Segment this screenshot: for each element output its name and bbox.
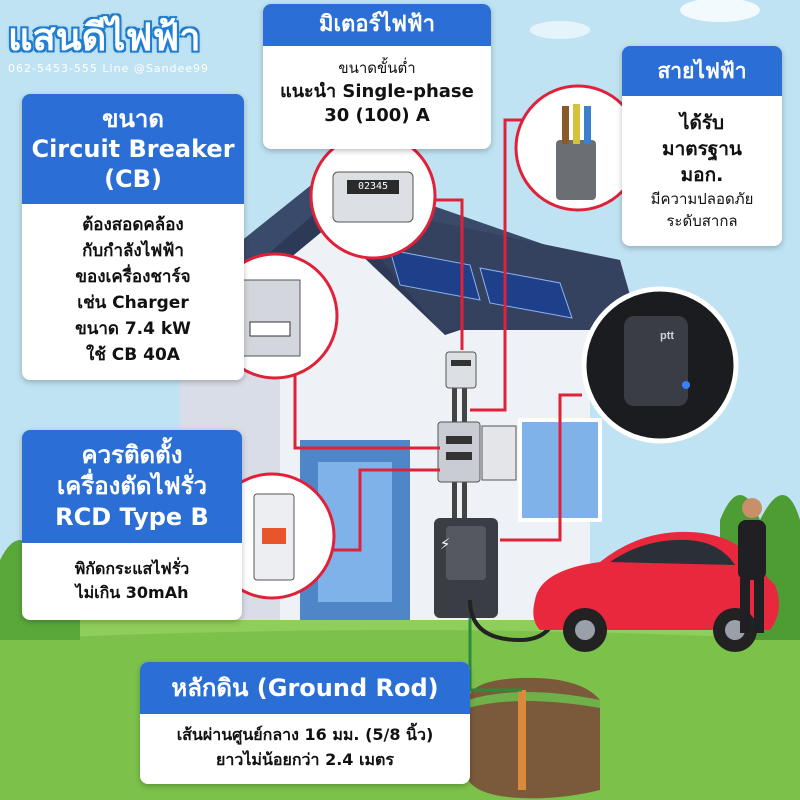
meter-closeup-digits: 02345: [357, 181, 389, 192]
rcd-title-line: เครื่องตัดไฟรั่ว: [57, 472, 207, 500]
solar-panel: [479, 267, 573, 319]
soil-grass-top: [468, 692, 600, 708]
wire-card-body: ได้รับ มาตรฐาน มอก. มีความปลอดภัย ระดับส…: [622, 96, 782, 232]
solar-panel: [389, 249, 481, 301]
cb-line: ขนาด 7.4 kW: [75, 319, 191, 339]
person-body: [738, 520, 766, 580]
wall-charger-front: [446, 526, 486, 580]
meter-line: ขนาดขั้นต่ำ: [338, 59, 416, 77]
connector-line: [500, 393, 582, 542]
circuit-breaker-card: ขนาด Circuit Breaker (CB) ต้องสอดคล้อง ก…: [22, 94, 244, 380]
cb-line: ของเครื่องชาร์จ: [75, 267, 191, 287]
meter-card-title: มิเตอร์ไฟฟ้า: [263, 4, 491, 46]
cb-line: ต้องสอดคล้อง: [82, 215, 184, 235]
person-head: [742, 498, 762, 518]
ground-line: ยาวไม่น้อยกว่า 2.4 เมตร: [216, 750, 394, 769]
brand-logo: แสนดีไฟฟ้า 062-5453-555 Line @Sandee99: [8, 14, 248, 75]
meter-closeup-display: [347, 180, 399, 194]
rcd-title-line: ควรติดตั้ง: [81, 441, 183, 469]
ground-line: เส้นผ่านศูนย์กลาง 16 มม. (5/8 นิ้ว): [176, 725, 434, 744]
cloud: [530, 21, 590, 39]
ground-wire: [468, 618, 522, 692]
wire-card: สายไฟฟ้า ได้รับ มาตรฐาน มอก. มีความปลอดภ…: [622, 46, 782, 246]
rcd-title-line: RCD Type B: [55, 503, 209, 531]
breaker-row-closeup: [249, 321, 291, 337]
wire-line: มีความปลอดภัย: [650, 190, 754, 208]
wire-line: ระดับสากล: [666, 212, 738, 230]
meter-line: 30 (100) A: [324, 105, 430, 126]
cable-core-green: [573, 104, 580, 144]
cable-core-blue: [584, 106, 591, 144]
cable-core-brown: [562, 106, 569, 144]
car-wheel-rim: [575, 620, 595, 640]
wire-line: มาตรฐาน: [662, 138, 742, 160]
wall-meter: [445, 351, 477, 389]
brand-name: แสนดีไฟฟ้า: [8, 15, 201, 59]
cb-line: กับกำลังไฟฟ้า: [82, 241, 184, 261]
cloud: [680, 0, 760, 22]
cb-title-line: (CB): [104, 165, 162, 193]
cb-title-line: Circuit Breaker: [31, 135, 235, 163]
car-window: [610, 539, 735, 565]
rcd-line: พิกัดกระแสไฟรั่ว: [74, 559, 190, 578]
connector-line: [430, 198, 464, 350]
rcd-switch: [262, 528, 286, 544]
wall-meter-display: [451, 360, 471, 366]
cb-line: เช่น Charger: [77, 293, 189, 313]
cb-title-line: ขนาด: [102, 105, 164, 133]
wire-line: ได้รับ: [679, 112, 725, 134]
wire-line: มอก.: [680, 164, 724, 186]
ground-rod-card: หลักดิน (Ground Rod) เส้นผ่านศูนย์กลาง 1…: [140, 662, 470, 784]
person-leg: [754, 578, 764, 633]
rcd-card: ควรติดตั้ง เครื่องตัดไฟรั่ว RCD Type B พ…: [22, 430, 242, 620]
charger-status-light: [682, 381, 690, 389]
person-leg: [740, 578, 750, 633]
circuit-breaker-card-title: ขนาด Circuit Breaker (CB): [22, 94, 244, 204]
meter-card: มิเตอร์ไฟฟ้า ขนาดขั้นต่ำ แนะนำ Single-ph…: [263, 4, 491, 149]
meter-line: แนะนำ Single-phase: [280, 81, 474, 102]
brand-contact: 062-5453-555 Line @Sandee99: [8, 62, 210, 75]
ground-rod-card-title: หลักดิน (Ground Rod): [140, 662, 470, 714]
wire-card-title: สายไฟฟ้า: [622, 46, 782, 96]
ground-rod: [518, 690, 526, 790]
wall-breaker-row: [446, 452, 472, 460]
lightning-bolt-icon: ⚡: [439, 535, 451, 553]
wall-breaker-row: [446, 436, 472, 444]
rcd-card-title: ควรติดตั้ง เครื่องตัดไฟรั่ว RCD Type B: [22, 430, 242, 543]
breaker-box-closeup: [239, 279, 301, 357]
charger-closeup-logo: ptt: [660, 330, 675, 342]
meter-card-body: ขนาดขั้นต่ำ แนะนำ Single-phase 30 (100) …: [263, 46, 491, 128]
ground-rod-card-body: เส้นผ่านศูนย์กลาง 16 มม. (5/8 นิ้ว) ยาวไ…: [140, 714, 470, 772]
rcd-line: ไม่เกิน 30mAh: [75, 583, 189, 602]
soil-section: [468, 677, 600, 799]
charger-closeup: [624, 316, 688, 406]
rcd-card-body: พิกัดกระแสไฟรั่ว ไม่เกิน 30mAh: [22, 543, 242, 605]
cable-jacket: [556, 140, 596, 200]
wall-breaker-box-door: [481, 425, 517, 481]
cb-line: ใช้ CB 40A: [86, 345, 180, 365]
circuit-breaker-card-body: ต้องสอดคล้อง กับกำลังไฟฟ้า ของเครื่องชาร…: [22, 204, 244, 368]
